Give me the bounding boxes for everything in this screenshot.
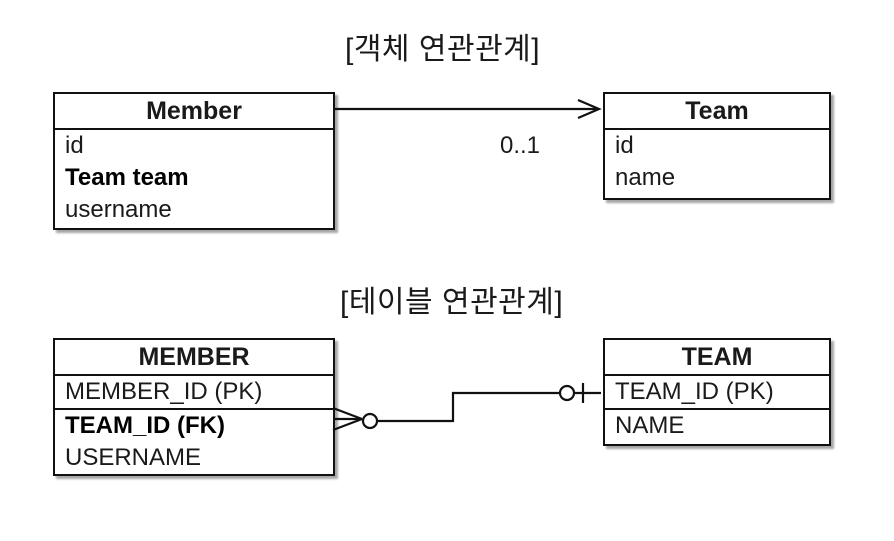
team-id-fk-column: TEAM_ID (FK) bbox=[65, 412, 225, 439]
object-relation-title: [객체 연관관계] bbox=[345, 33, 541, 66]
member-class-box: Member id Team team username bbox=[53, 92, 335, 230]
er-relationship-line bbox=[332, 383, 601, 432]
team-table-box: TEAM TEAM_ID (PK) NAME bbox=[603, 338, 831, 446]
name-column: NAME bbox=[615, 412, 685, 439]
member-class-name: Member bbox=[55, 94, 333, 130]
team-table-name: TEAM bbox=[605, 340, 829, 376]
team-class-box: Team id name bbox=[603, 92, 831, 200]
member-table-box: MEMBER MEMBER_ID (PK) TEAM_ID (FK) USERN… bbox=[53, 338, 335, 476]
team-class-name: Team bbox=[605, 94, 829, 130]
association-arrow bbox=[333, 98, 602, 120]
member-table-name: MEMBER bbox=[55, 340, 333, 376]
username-column: USERNAME bbox=[65, 444, 202, 471]
team-id-pk-column: TEAM_ID (PK) bbox=[605, 376, 829, 410]
member-id-field: id bbox=[65, 132, 84, 159]
member-team-field: Team team bbox=[65, 164, 189, 191]
member-username-field: username bbox=[65, 196, 172, 223]
member-id-column: MEMBER_ID (PK) bbox=[55, 376, 333, 410]
team-name-field: name bbox=[615, 164, 676, 191]
association-multiplicity: 0..1 bbox=[500, 132, 541, 159]
team-id-field: id bbox=[615, 132, 634, 159]
table-relation-title: [테이블 연관관계] bbox=[340, 286, 564, 319]
